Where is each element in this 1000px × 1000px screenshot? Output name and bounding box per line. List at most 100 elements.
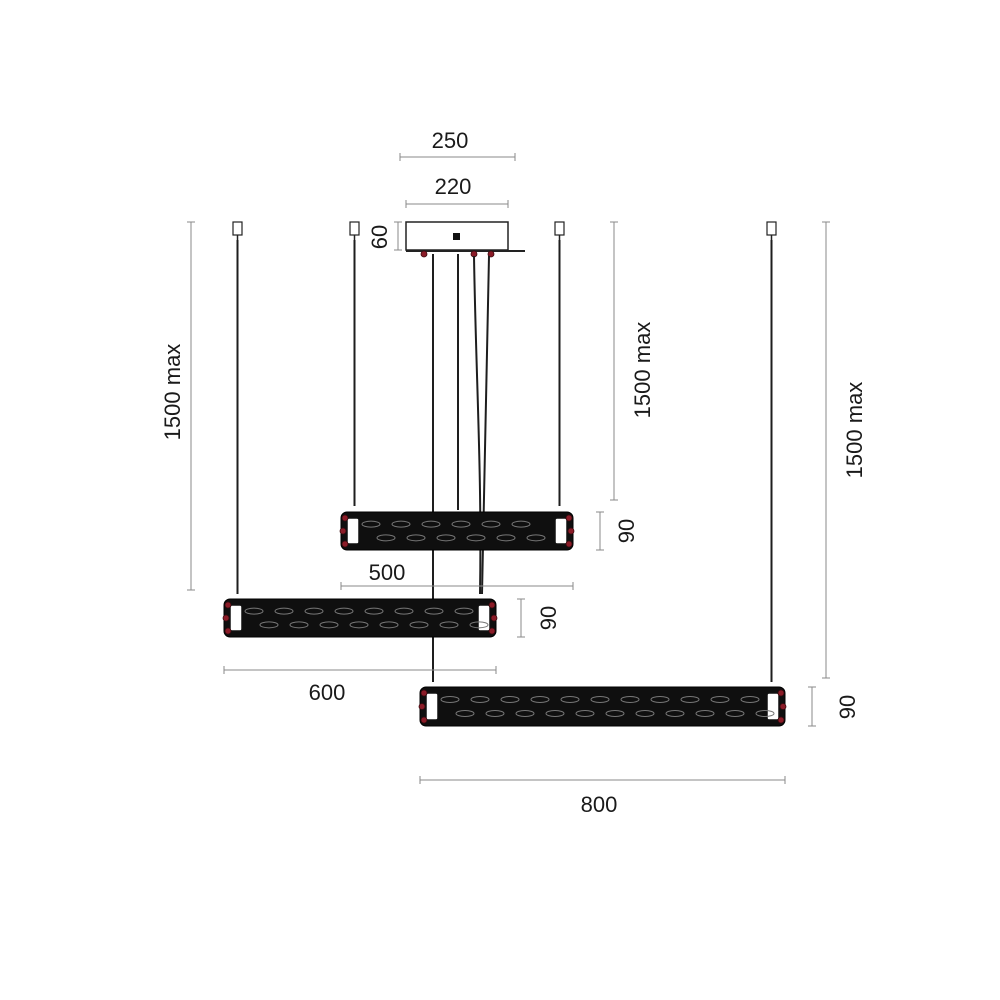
led-lens — [695, 710, 715, 718]
bar-large-length-label: 800 — [581, 792, 618, 817]
bar-body — [419, 686, 786, 727]
end-cap-left — [346, 517, 360, 545]
led-lens — [244, 607, 264, 615]
light-bar-500 — [339, 511, 575, 551]
led-lens — [274, 607, 294, 615]
mounting-bolt — [777, 689, 785, 697]
drop-middle-label: 1500 max — [630, 322, 655, 419]
ceiling-hook-mid-right — [554, 221, 565, 240]
ceiling-hook-right — [766, 221, 777, 240]
mounting-bolt — [224, 601, 232, 609]
bar-large-height-dimension: 90 — [808, 686, 860, 727]
ceiling-hook-left — [232, 221, 243, 240]
mounting-bolt — [339, 527, 347, 535]
light-bar-600 — [222, 598, 498, 638]
led-lens — [334, 607, 354, 615]
led-lens — [740, 695, 760, 703]
mounting-bolt — [490, 614, 498, 622]
led-lens — [650, 695, 670, 703]
end-cap-left — [229, 604, 243, 632]
drop-right-label: 1500 max — [842, 382, 867, 479]
mounting-bolt — [567, 527, 575, 535]
led-lens — [680, 695, 700, 703]
led-lens — [511, 520, 531, 528]
bar-body — [340, 511, 574, 551]
bar-small-length-dimension: 500 — [340, 560, 574, 590]
mounting-bolt — [488, 601, 496, 609]
mounting-bolt — [418, 703, 426, 710]
mounting-bolt — [222, 614, 230, 622]
bar-small-length-label: 500 — [369, 560, 406, 585]
led-lens — [349, 621, 369, 629]
led-lens — [376, 534, 396, 542]
led-lens — [361, 520, 381, 528]
end-cap-right — [554, 517, 568, 545]
led-lens — [725, 710, 745, 718]
canopy-inner-width-label: 220 — [435, 174, 472, 199]
led-lens — [439, 621, 459, 629]
led-lens — [451, 520, 471, 528]
led-lens — [515, 710, 535, 718]
led-lens — [440, 695, 460, 703]
mounting-bolt — [565, 514, 573, 522]
drop-middle-dimension: 1500 max — [610, 221, 655, 501]
canopy-inner-width-dimension: 220 — [405, 174, 509, 208]
canopy-width-dimension: 250 — [399, 128, 516, 161]
bar-small-height-label: 90 — [614, 519, 639, 543]
mounting-bolt — [777, 716, 785, 724]
led-lens — [406, 534, 426, 542]
led-lens — [665, 710, 685, 718]
bar-medium-length-dimension: 600 — [223, 666, 497, 705]
light-bar-800 — [418, 686, 787, 727]
ceiling-canopy — [405, 221, 525, 258]
led-lens — [496, 534, 516, 542]
led-lens — [466, 534, 486, 542]
led-lens — [394, 607, 414, 615]
led-lens — [605, 710, 625, 718]
led-lens — [421, 520, 441, 528]
led-lens — [436, 534, 456, 542]
led-lens — [469, 621, 489, 629]
led-lens — [635, 710, 655, 718]
mounting-bolt — [420, 689, 428, 697]
drop-left-label: 1500 max — [160, 344, 185, 441]
led-lens — [481, 520, 501, 528]
canopy-height-dimension: 60 — [367, 221, 402, 251]
led-lens — [409, 621, 429, 629]
led-lens — [575, 710, 595, 718]
mounting-bolt — [341, 540, 349, 548]
bar-medium-length-label: 600 — [309, 680, 346, 705]
led-lens — [424, 607, 444, 615]
led-lens — [526, 534, 546, 542]
led-lens — [364, 607, 384, 615]
led-lens — [304, 607, 324, 615]
bar-medium-height-label: 90 — [536, 606, 561, 630]
canopy-height-label: 60 — [367, 225, 392, 249]
led-lens — [470, 695, 490, 703]
led-lens — [545, 710, 565, 718]
bar-body — [223, 598, 497, 638]
led-lens — [500, 695, 520, 703]
mounting-bolt — [779, 703, 787, 710]
led-lens — [530, 695, 550, 703]
led-lens — [379, 621, 399, 629]
led-lens — [455, 710, 475, 718]
led-lens — [710, 695, 730, 703]
canopy-width-label: 250 — [432, 128, 469, 153]
led-lens — [755, 710, 775, 718]
bar-medium-height-dimension: 90 — [517, 598, 561, 638]
mounting-bolt — [341, 514, 349, 522]
mounting-bolt — [565, 540, 573, 548]
end-cap-left — [425, 692, 439, 721]
bar-small-height-dimension: 90 — [596, 511, 639, 551]
drop-left-dimension: 1500 max — [160, 221, 195, 591]
led-lens — [319, 621, 339, 629]
led-lens — [454, 607, 474, 615]
drop-right-dimension: 1500 max — [822, 221, 867, 679]
mounting-bolt — [420, 716, 428, 724]
led-lens — [560, 695, 580, 703]
ceiling-hook-mid-left — [349, 221, 360, 240]
led-lens — [259, 621, 279, 629]
led-lens — [485, 710, 505, 718]
